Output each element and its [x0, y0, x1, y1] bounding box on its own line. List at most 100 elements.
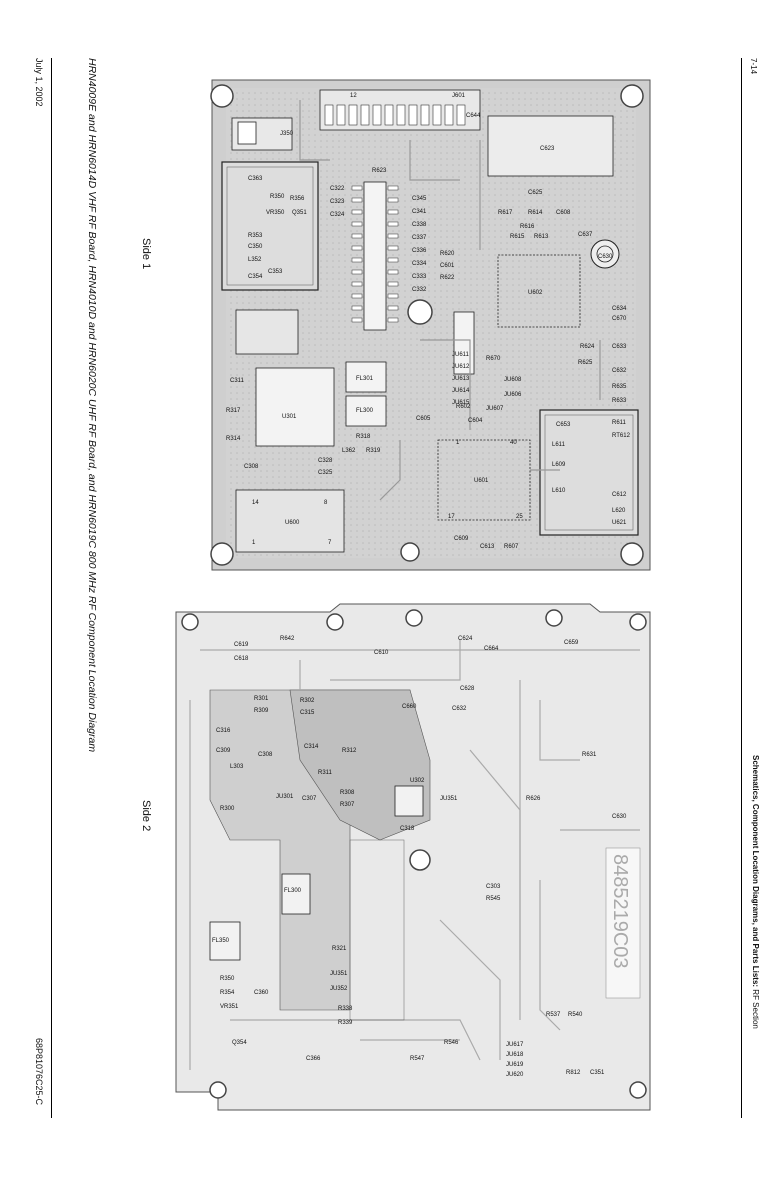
mount-hole	[407, 299, 433, 325]
svg-text:R314: R314	[226, 436, 241, 442]
svg-text:C322: C322	[330, 186, 345, 192]
svg-text:40: 40	[510, 440, 517, 446]
svg-text:U301: U301	[282, 414, 297, 420]
svg-text:JU613: JU613	[452, 376, 470, 382]
svg-text:C333: C333	[412, 274, 427, 280]
svg-text:C670: C670	[612, 316, 627, 322]
svg-text:C604: C604	[468, 418, 483, 424]
svg-text:R317: R317	[226, 408, 241, 414]
svg-text:7: 7	[328, 540, 332, 546]
svg-text:C303: C303	[486, 884, 501, 890]
svg-text:L620: L620	[612, 508, 626, 514]
svg-text:C353: C353	[268, 269, 283, 275]
svg-text:C345: C345	[412, 196, 427, 202]
svg-text:U602: U602	[528, 290, 543, 296]
svg-text:C350: C350	[248, 244, 263, 250]
svg-text:R301: R301	[254, 696, 269, 702]
svg-text:C612: C612	[612, 492, 627, 498]
svg-text:C624: C624	[458, 636, 473, 642]
svg-text:R812: R812	[566, 1070, 581, 1076]
svg-text:14: 14	[252, 500, 259, 506]
svg-text:C632: C632	[612, 368, 627, 374]
svg-text:C634: C634	[612, 306, 627, 312]
svg-text:VR350: VR350	[266, 210, 285, 216]
svg-text:C318: C318	[400, 826, 415, 832]
svg-text:17: 17	[448, 514, 455, 520]
svg-text:R642: R642	[280, 636, 295, 642]
svg-text:C325: C325	[318, 470, 333, 476]
svg-text:1: 1	[456, 440, 460, 446]
svg-text:C324: C324	[330, 212, 345, 218]
svg-text:L609: L609	[552, 462, 566, 468]
svg-text:L303: L303	[230, 764, 244, 770]
svg-text:C628: C628	[460, 686, 475, 692]
svg-text:C316: C316	[216, 728, 231, 734]
svg-text:RT612: RT612	[612, 433, 631, 439]
footer-rule	[51, 58, 52, 1118]
svg-text:J350: J350	[280, 131, 294, 137]
svg-text:C625: C625	[528, 190, 543, 196]
svg-text:C618: C618	[234, 656, 249, 662]
svg-text:C660: C660	[402, 704, 417, 710]
svg-text:L352: L352	[248, 257, 262, 263]
svg-text:C328: C328	[318, 458, 333, 464]
svg-text:R537: R537	[546, 1012, 561, 1018]
svg-text:R626: R626	[526, 796, 541, 802]
mount-hole	[210, 84, 234, 108]
svg-text:C610: C610	[374, 650, 389, 656]
svg-text:C659: C659	[564, 640, 579, 646]
svg-text:C632: C632	[452, 706, 467, 712]
svg-text:C653: C653	[556, 422, 571, 428]
svg-text:C601: C601	[440, 263, 455, 269]
svg-text:JU615: JU615	[452, 400, 470, 406]
mount-hole	[181, 613, 199, 631]
svg-text:R321: R321	[332, 946, 347, 952]
svg-text:L611: L611	[552, 442, 566, 448]
svg-text:Q354: Q354	[232, 1040, 247, 1046]
svg-text:VR351: VR351	[220, 1004, 239, 1010]
mount-hole	[400, 542, 420, 562]
svg-text:C308: C308	[258, 752, 273, 758]
svg-text:R622: R622	[440, 275, 455, 281]
svg-text:R616: R616	[520, 224, 535, 230]
svg-text:R635: R635	[612, 384, 627, 390]
mount-hole	[209, 1081, 227, 1099]
svg-text:L362: L362	[342, 448, 356, 454]
svg-text:R624: R624	[580, 344, 595, 350]
svg-text:R339: R339	[338, 1020, 353, 1026]
svg-text:R545: R545	[486, 896, 501, 902]
svg-text:JU611: JU611	[452, 352, 470, 358]
svg-text:L610: L610	[552, 488, 566, 494]
svg-text:C341: C341	[412, 209, 427, 215]
svg-text:U601: U601	[474, 478, 489, 484]
via-grid	[349, 839, 405, 1021]
svg-text:FL301: FL301	[356, 376, 374, 382]
svg-text:R546: R546	[444, 1040, 459, 1046]
svg-text:C351: C351	[590, 1070, 605, 1076]
svg-text:R540: R540	[568, 1012, 583, 1018]
svg-text:R308: R308	[340, 790, 355, 796]
svg-text:25: 25	[516, 514, 523, 520]
svg-text:JU608: JU608	[504, 377, 522, 383]
side2-label: Side 2	[140, 800, 152, 832]
header-rule	[741, 58, 742, 1118]
svg-text:C323: C323	[330, 199, 345, 205]
svg-text:JU614: JU614	[452, 388, 470, 394]
mount-hole	[409, 849, 431, 871]
svg-text:JU612: JU612	[452, 364, 470, 370]
svg-text:C314: C314	[304, 744, 319, 750]
svg-text:R350: R350	[220, 976, 235, 982]
svg-text:R633: R633	[612, 398, 627, 404]
svg-text:U600: U600	[285, 520, 300, 526]
svg-text:Q351: Q351	[292, 210, 307, 216]
svg-text:R670: R670	[486, 356, 501, 362]
mount-hole	[629, 1081, 647, 1099]
svg-text:U302: U302	[410, 778, 425, 784]
mount-hole	[620, 84, 644, 108]
svg-text:C609: C609	[454, 536, 469, 542]
svg-text:R356: R356	[290, 196, 305, 202]
svg-text:R631: R631	[582, 752, 597, 758]
svg-text:R350: R350	[270, 194, 285, 200]
